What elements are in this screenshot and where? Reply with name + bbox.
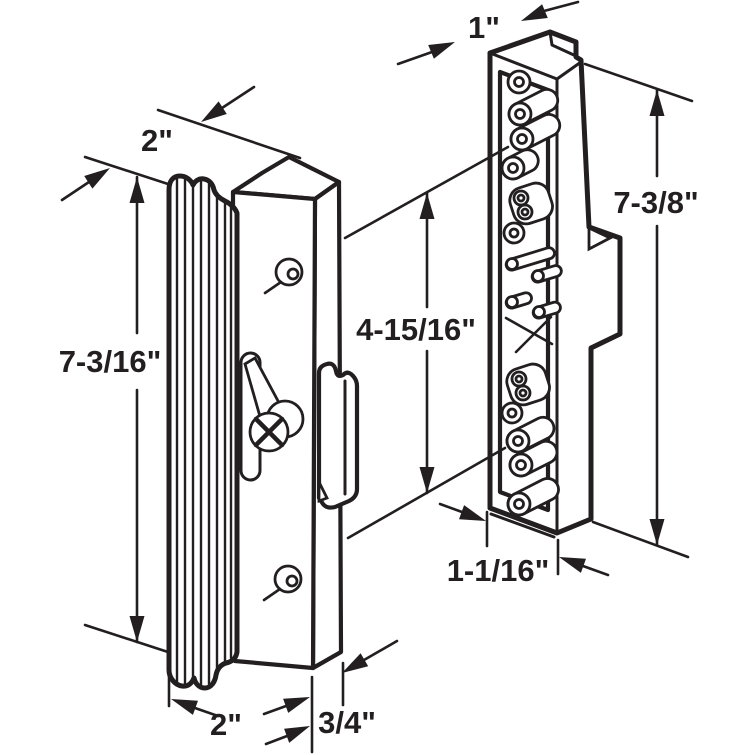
dim-label-handle-height: 7-3/16" xyxy=(59,344,162,379)
side-catch-notch xyxy=(587,225,614,252)
arrowhead xyxy=(129,616,145,642)
dim-handle-depth-bottom: 3/4" xyxy=(264,639,399,746)
arrowhead xyxy=(428,42,455,59)
dim-label-latch-width-bottom: 1-1/16" xyxy=(447,553,550,588)
arrowhead xyxy=(284,726,310,743)
lower-pin-cluster xyxy=(500,362,560,517)
dim-label-handle-width-bottom: 2" xyxy=(210,707,242,742)
bottom-screw xyxy=(262,564,303,602)
latch-tab-edges xyxy=(548,30,578,58)
inside-latch-part xyxy=(487,29,623,539)
dim-handle-width-bottom: 2" xyxy=(167,666,314,754)
dim-pin-spacing: 4-15/16" xyxy=(343,145,510,540)
latch-bottom-thickness xyxy=(489,512,556,539)
arrowhead xyxy=(459,505,486,521)
arrowhead xyxy=(171,699,198,715)
top-screw xyxy=(263,257,304,295)
arrowhead xyxy=(521,4,548,21)
arrowhead xyxy=(419,193,435,219)
arrowhead xyxy=(283,697,310,713)
dim-label-handle-depth-top: 2" xyxy=(141,123,173,158)
arrowhead xyxy=(129,177,145,203)
dim-latch-width-bottom: 1-1/16" xyxy=(438,502,610,588)
arrowhead xyxy=(84,168,110,189)
ribbed-pull-grip xyxy=(166,173,240,691)
phillips-screw-cross xyxy=(253,416,285,448)
upper-pin-cluster xyxy=(500,69,562,245)
arrowhead xyxy=(419,467,435,493)
middle-slide-pins xyxy=(504,246,563,354)
dim-latch-width-top: 1" xyxy=(396,0,580,66)
dim-handle-depth-top: 2" xyxy=(60,85,302,202)
arrowhead xyxy=(649,519,665,545)
arrowhead xyxy=(649,90,665,116)
dim-label-latch-width-top: 1" xyxy=(468,10,500,45)
latch-hook-keeper xyxy=(316,361,360,510)
latch-front-top-edge xyxy=(488,51,559,81)
latch-side-top-edge xyxy=(555,60,583,81)
outside-handle-part xyxy=(166,154,360,691)
dim-label-handle-depth-bottom: 3/4" xyxy=(318,705,376,740)
dim-label-latch-height: 7-3/8" xyxy=(613,185,698,220)
dim-handle-height: 7-3/16" xyxy=(59,175,170,654)
arrowhead xyxy=(201,101,227,122)
arrowhead xyxy=(559,557,586,573)
latch-lever xyxy=(243,356,305,453)
dim-latch-height: 7-3/8" xyxy=(583,62,699,559)
dim-label-pin-spacing: 4-15/16" xyxy=(356,312,476,347)
arrowhead xyxy=(342,653,369,673)
